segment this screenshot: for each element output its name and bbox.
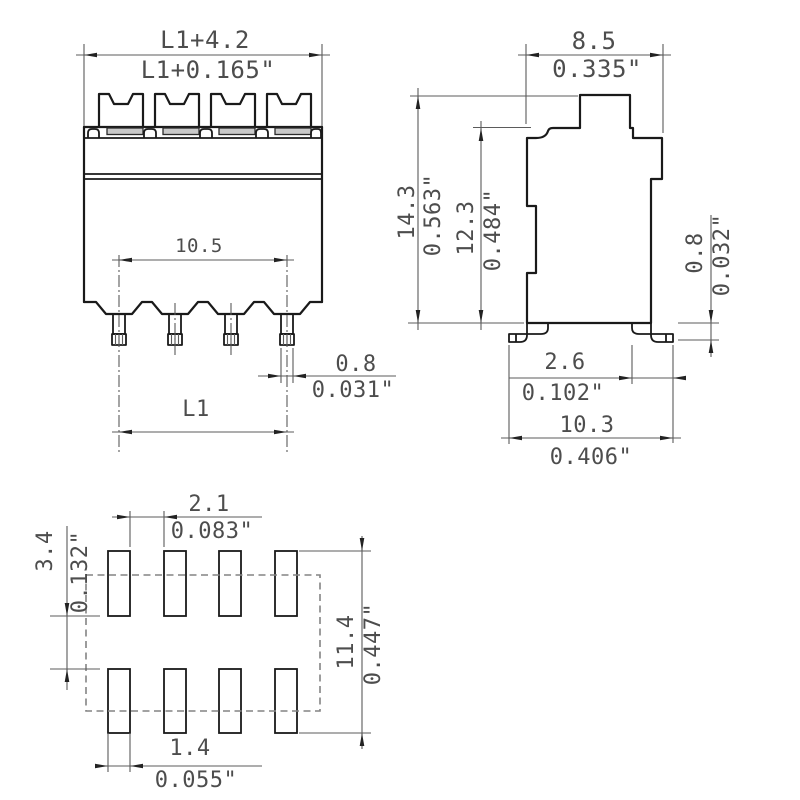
side-lead-mm-label: 0.8	[683, 232, 708, 273]
footprint-pad-bottom-4	[274, 668, 298, 734]
front-bump-2	[143, 128, 157, 138]
dim-side-foot: 2.6 0.102"	[509, 345, 686, 443]
side-view: 8.5 0.335" 14.3 0.563" 12.3 0.484"	[395, 27, 735, 470]
side-right-leg	[631, 323, 674, 343]
dim-side-body-height: 12.3 0.484"	[454, 121, 531, 330]
side-depth-mm-label: 8.5	[572, 27, 617, 55]
side-depth-in-label: 0.335"	[552, 55, 642, 83]
dim-footprint-pad-width: 1.4 0.055"	[95, 733, 262, 793]
front-bump-5	[310, 128, 322, 138]
dim-footprint-pad-gap: 2.1 0.083"	[112, 492, 262, 547]
front-overall-in-label: L1+0.165"	[141, 56, 276, 84]
footprint-row-gap-mm-label: 3.4	[33, 530, 58, 571]
front-button-1	[97, 92, 145, 129]
footprint-pad-span-mm-label: 11.4	[334, 615, 359, 670]
footprint-component-outline	[85, 574, 321, 712]
dim-footprint-row-gap: 3.4 0.132"	[33, 526, 100, 690]
dim-front-overall: L1+4.2 L1+0.165"	[76, 26, 330, 126]
side-lead-in-label: 0.032"	[710, 214, 735, 296]
side-body-height-mm-label: 12.3	[454, 201, 479, 256]
front-clamp-slot-3	[218, 127, 256, 136]
dim-side-depth: 8.5 0.335"	[518, 27, 671, 133]
front-bump-3	[199, 128, 213, 138]
front-button-3	[209, 92, 257, 129]
front-bump-1	[87, 128, 100, 138]
front-clamp-slot-4	[274, 127, 312, 136]
front-pin-width-mm-label: 0.8	[335, 352, 376, 377]
side-total-height-in-label: 0.563"	[421, 174, 446, 256]
footprint-pad-bottom-1	[107, 668, 131, 734]
side-body-height-in-label: 0.484"	[481, 189, 506, 271]
side-foot-span-in-label: 0.406"	[550, 445, 632, 470]
side-foot-mm-label: 2.6	[544, 350, 585, 375]
footprint-pad-top-1	[107, 550, 131, 617]
dim-front-pin-width: 0.8 0.031"	[258, 348, 396, 403]
side-foot-in-label: 0.102"	[522, 381, 604, 406]
footprint-pad-width-mm-label: 1.4	[169, 736, 210, 761]
dim-front-length: L1	[112, 397, 294, 435]
footprint-pad-bottom-3	[218, 668, 242, 734]
front-body-bottom-scallop	[82, 300, 324, 316]
dim-footprint-pad-span: 11.4 0.447"	[299, 536, 386, 749]
dim-front-pin-span: 10.5	[112, 235, 294, 263]
dim-side-foot-span: 10.3 0.406"	[501, 345, 681, 470]
footprint-row-gap-in-label: 0.132"	[68, 531, 93, 613]
front-length-label: L1	[182, 397, 210, 422]
side-left-leg	[508, 323, 549, 343]
front-button-2	[153, 92, 201, 129]
footprint-pad-span-in-label: 0.447"	[361, 603, 386, 685]
footprint-pad-width-in-label: 0.055"	[155, 768, 237, 793]
side-body-outline	[525, 93, 664, 325]
front-pins	[111, 313, 295, 346]
footprint-pad-top-2	[163, 550, 187, 617]
dim-side-lead: 0.8 0.032"	[678, 214, 735, 357]
front-bump-4	[255, 128, 269, 138]
front-clamp-slot-1	[106, 127, 144, 136]
footprint-pad-gap-mm-label: 2.1	[188, 492, 229, 517]
footprint-pad-bottom-2	[163, 668, 187, 734]
side-total-height-mm-label: 14.3	[395, 185, 420, 240]
footprint-pad-top-3	[218, 550, 242, 617]
footprint-view: 2.1 0.083" 3.4 0.132" 11.4 0.447"	[33, 492, 386, 793]
front-clamp-slot-2	[162, 127, 200, 136]
front-view: L1+4.2 L1+0.165" 10.5 0.8 0.031" L1	[76, 26, 396, 455]
front-pin-span-label: 10.5	[175, 235, 223, 257]
front-pin-width-in-label: 0.031"	[312, 378, 394, 403]
front-button-4	[265, 92, 313, 129]
side-foot-span-mm-label: 10.3	[560, 413, 615, 438]
footprint-pad-top-4	[274, 550, 298, 617]
footprint-pad-gap-in-label: 0.083"	[171, 519, 253, 544]
front-overall-mm-label: L1+4.2	[160, 26, 250, 54]
dim-side-total-height: 14.3 0.563"	[395, 88, 578, 330]
